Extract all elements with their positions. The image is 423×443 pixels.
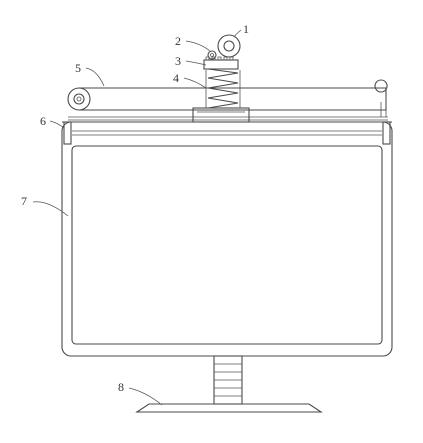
- roller-bar: [67, 79, 388, 117]
- knob: [207, 50, 217, 60]
- spring: [205, 68, 241, 109]
- monitor-frame: [61, 121, 393, 357]
- label-2: 2: [175, 34, 181, 48]
- label-5: 5: [75, 61, 81, 75]
- left-roller: [67, 87, 91, 111]
- label-8: 8: [118, 380, 124, 394]
- label-4: 4: [173, 71, 179, 85]
- label-3: 3: [175, 54, 181, 68]
- label-6: 6: [40, 114, 46, 128]
- label-1: 1: [243, 22, 249, 36]
- left-clamp: [63, 121, 72, 145]
- right-hook: [374, 79, 388, 93]
- label-7: 7: [21, 194, 27, 208]
- ring-lamp: [217, 34, 241, 58]
- slider-block: [192, 107, 250, 123]
- top-rail: [62, 116, 392, 136]
- monitor-screen: [71, 145, 383, 345]
- gear-head: [203, 56, 239, 70]
- leader-lines: [32, 29, 242, 406]
- stand-base: [135, 403, 323, 413]
- stand-neck: [213, 355, 243, 405]
- right-clamp: [382, 121, 391, 145]
